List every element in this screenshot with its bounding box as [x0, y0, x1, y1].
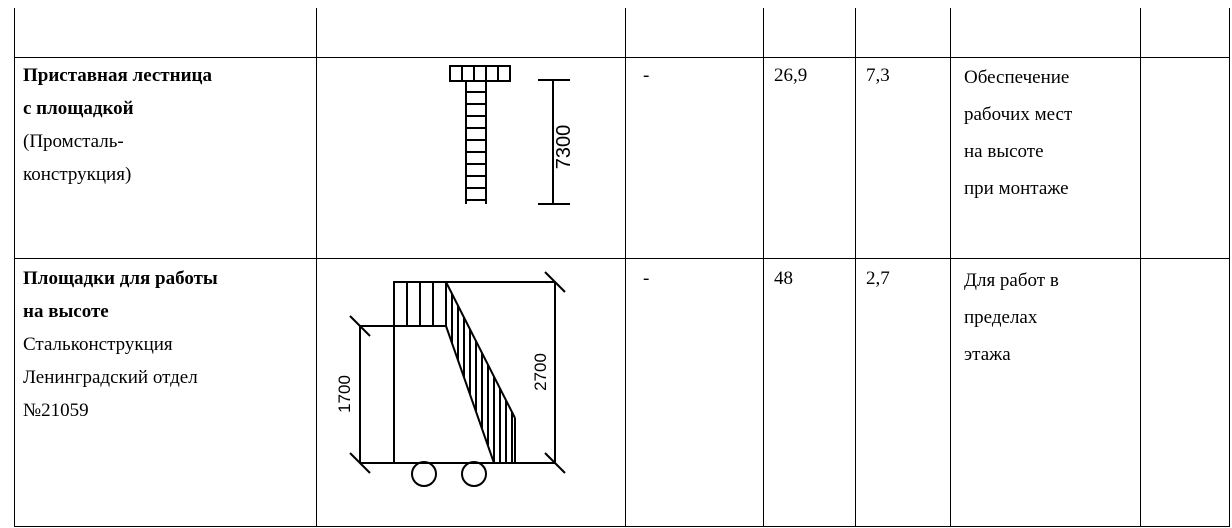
row2-purpose: Для работ в пределах этажа — [964, 262, 1139, 373]
row1-name-bold-2: с площадкой — [23, 98, 134, 119]
row1-name: Приставная лестница с площадкой (Промста… — [23, 59, 313, 191]
ladder-height-label: 7300 — [553, 125, 575, 170]
row2-purpose-3: этажа — [964, 344, 1011, 365]
platform-height-right-label: 2700 — [531, 353, 550, 391]
col-line-7 — [1229, 8, 1230, 527]
row1-purpose-1: Обеспечение — [964, 67, 1070, 88]
row2-name-bold-1: Площадки для работы — [23, 268, 218, 289]
row1-name-normal-1: (Промсталь- — [23, 131, 124, 152]
row-divider-1 — [14, 258, 1230, 259]
row2-col3: - — [643, 268, 650, 289]
row2-name-normal-3: №21059 — [23, 400, 89, 421]
row1-purpose-2: рабочих мест — [964, 104, 1073, 125]
col-line-4 — [855, 8, 856, 527]
row1-purpose-3: на высоте — [964, 141, 1044, 162]
row2-purpose-1: Для работ в — [964, 270, 1059, 291]
row-divider-bottom — [14, 526, 1230, 527]
row1-name-normal-2: конструкция) — [23, 164, 132, 185]
row1-purpose: Обеспечение рабочих мест на высоте при м… — [964, 59, 1139, 207]
row2-name-normal-2: Ленинградский отдел — [23, 367, 198, 388]
row2-name-bold-2: на высоте — [23, 301, 109, 322]
row2-purpose-2: пределах — [964, 307, 1038, 328]
row2-name: Площадки для работы на высоте Стальконст… — [23, 262, 313, 427]
row2-col4: 48 — [774, 268, 793, 289]
row1-col5: 7,3 — [866, 65, 890, 86]
row2-name-normal-1: Стальконструкция — [23, 334, 173, 355]
col-line-2 — [625, 8, 626, 527]
col-line-5 — [950, 8, 951, 527]
row1-name-bold-1: Приставная лестница — [23, 65, 212, 86]
col-line-3 — [763, 8, 764, 527]
col-line-0 — [14, 8, 15, 527]
col-line-1 — [316, 8, 317, 527]
col-line-6 — [1140, 8, 1141, 527]
row2-col5: 2,7 — [866, 268, 890, 289]
platform-height-left-label: 1700 — [335, 375, 354, 413]
row1-purpose-4: при монтаже — [964, 178, 1069, 199]
row-divider-header — [14, 57, 1230, 58]
row1-col3: - — [643, 65, 650, 86]
row1-col4: 26,9 — [774, 65, 808, 86]
